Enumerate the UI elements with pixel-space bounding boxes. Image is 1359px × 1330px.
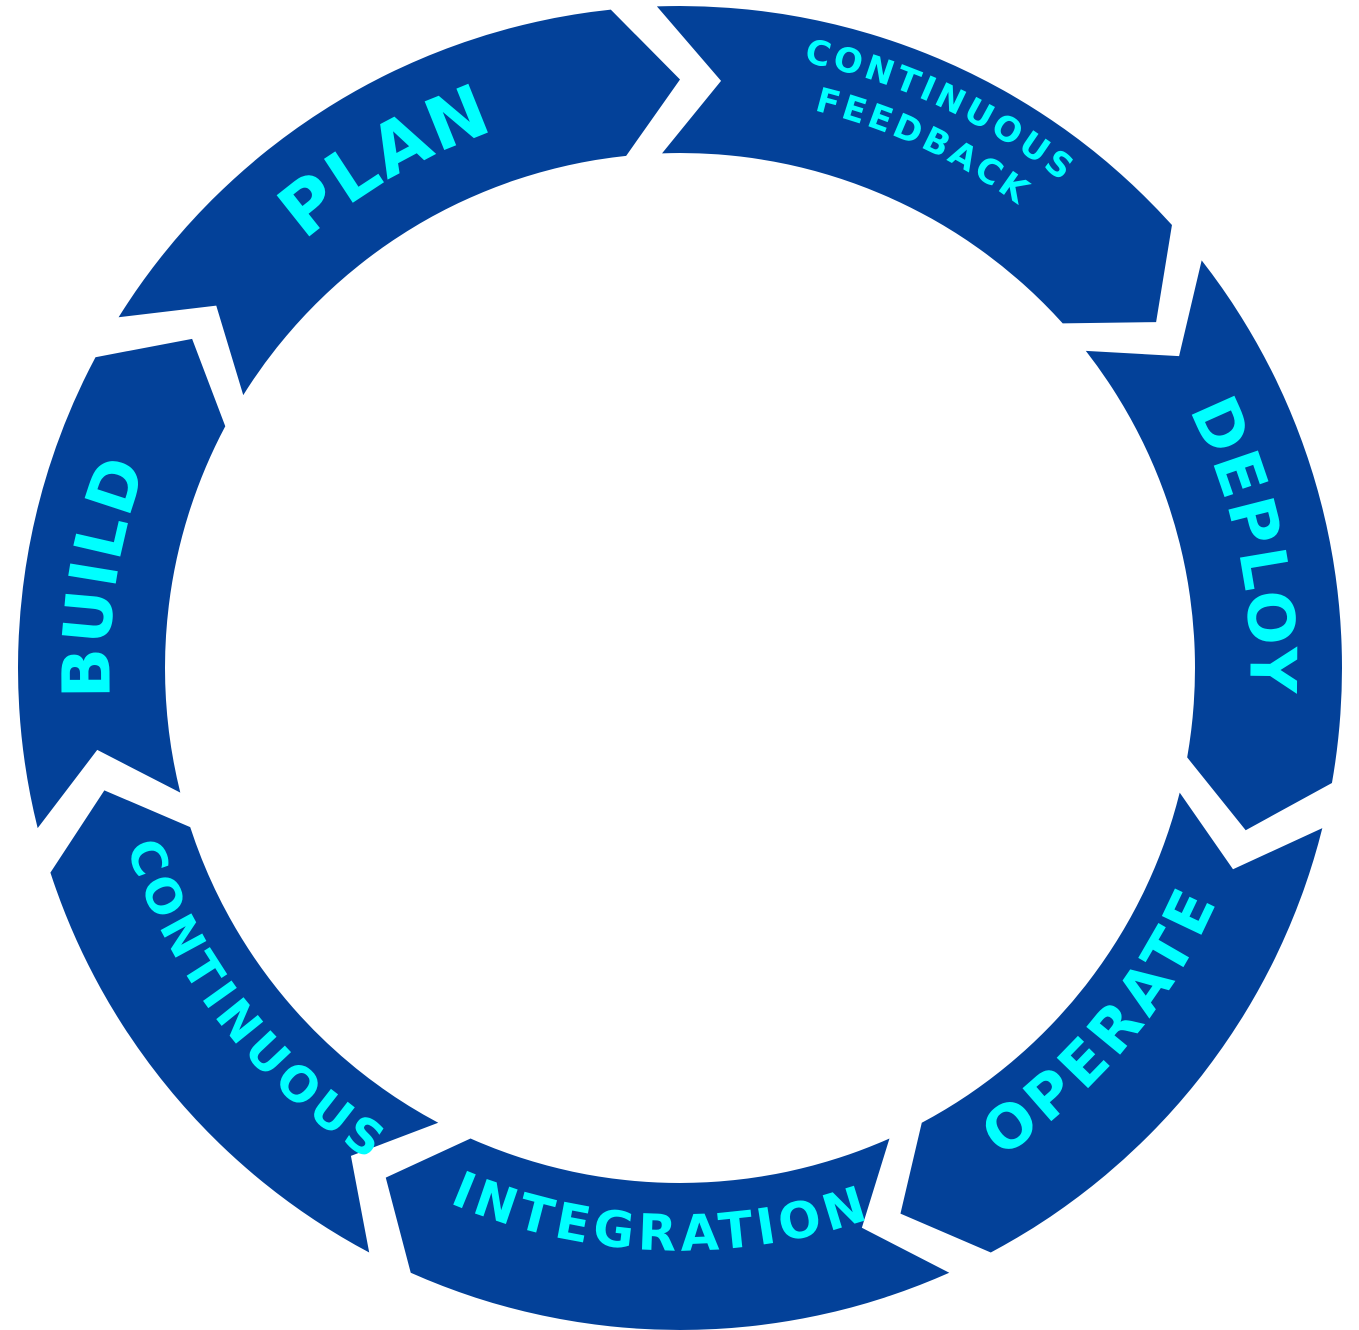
arrow-operate	[900, 792, 1323, 1253]
arrow-integration	[385, 1138, 950, 1330]
segment-plan: PLAN	[118, 9, 680, 396]
arrow-deploy	[1085, 260, 1342, 831]
segment-operate: OPERATE	[900, 792, 1323, 1253]
segment-deploy: DEPLOY	[1085, 260, 1342, 831]
arrow-continuous-feedback	[656, 5, 1172, 324]
arrow-continuous	[50, 790, 439, 1253]
arrow-plan	[118, 9, 680, 396]
segment-continuous: CONTINUOUS	[50, 790, 439, 1253]
arrow-build	[17, 338, 226, 829]
segment-integration: INTEGRATION	[385, 1138, 950, 1330]
segment-build: BUILD	[17, 338, 226, 829]
